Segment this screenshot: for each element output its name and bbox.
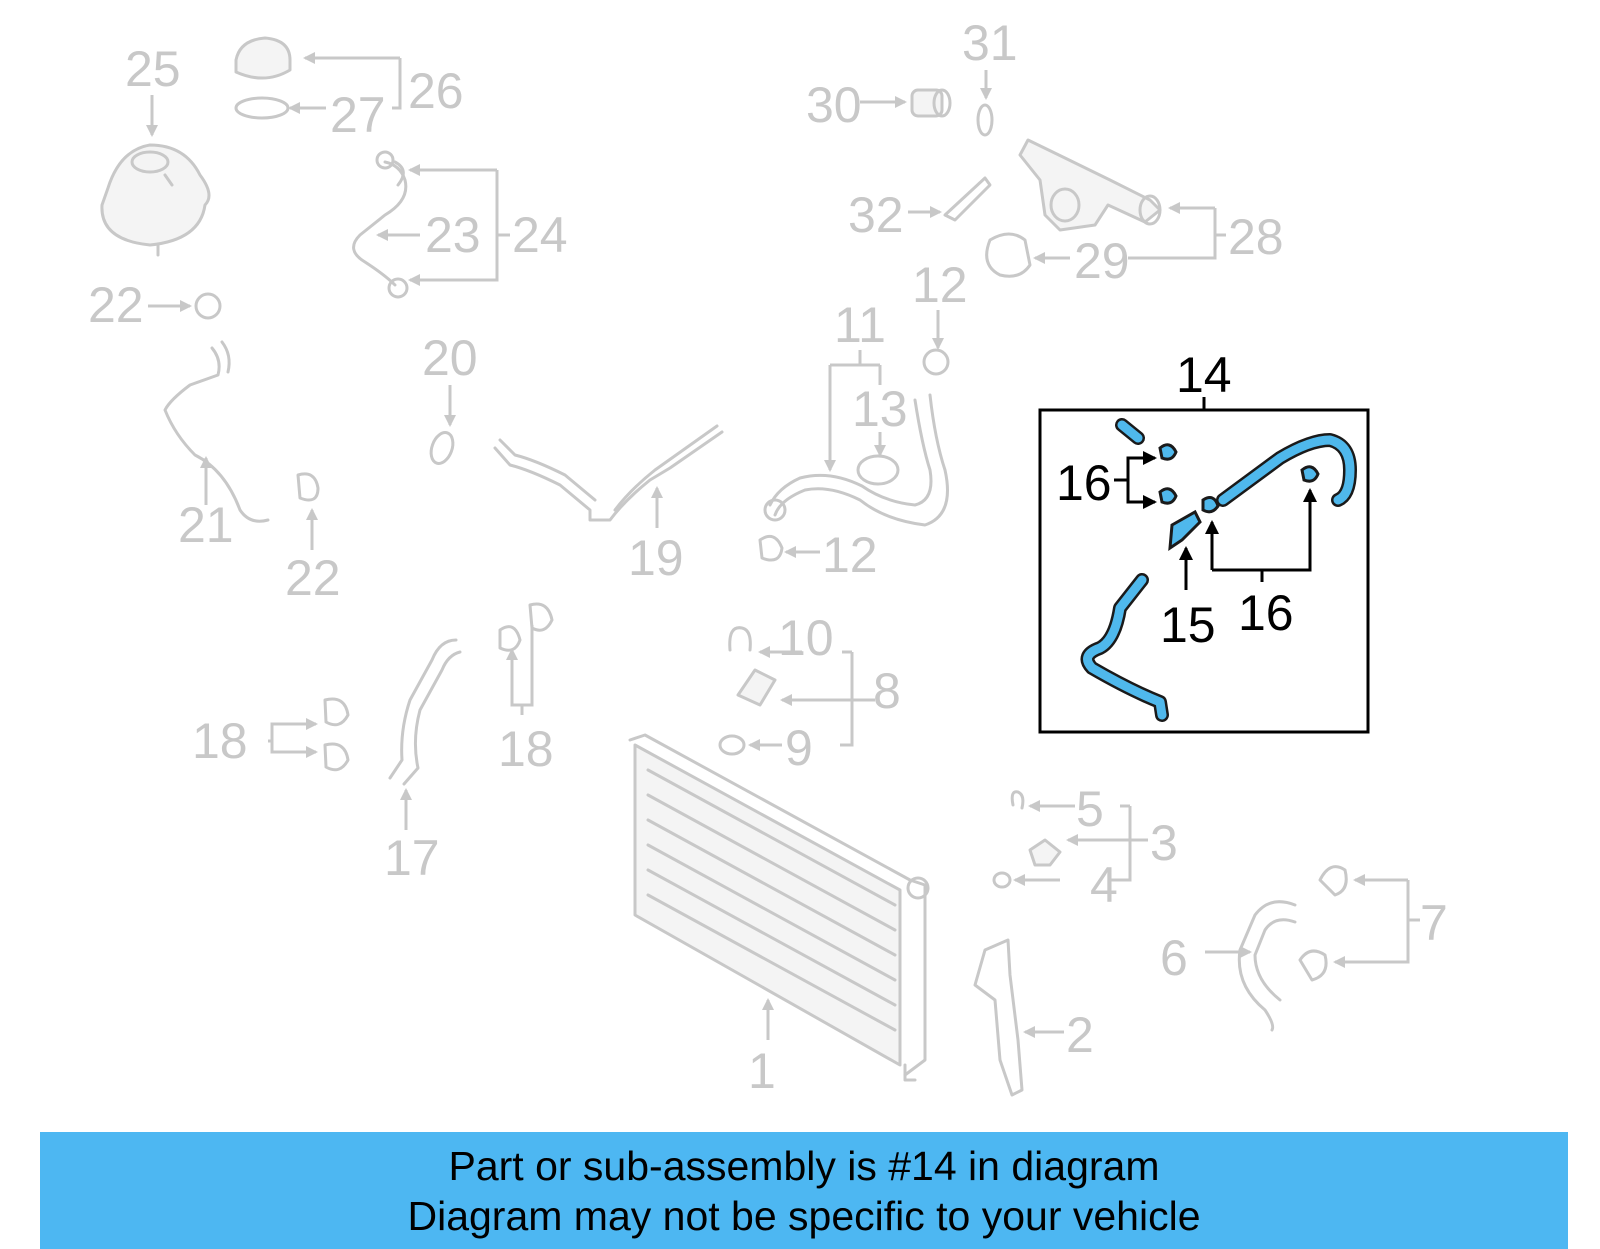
callout-20: 20 [422, 330, 478, 386]
callout-25: 25 [125, 41, 181, 97]
clamp-part-13 [856, 454, 900, 486]
hose-part-21 [163, 346, 270, 523]
hose-part-6 [1237, 900, 1297, 1032]
callout-12-lower: 12 [822, 527, 878, 583]
caption-line-2: Diagram may not be specific to your vehi… [407, 1192, 1201, 1239]
callout-22-upper: 22 [88, 277, 144, 333]
callout-16-left: 16 [1056, 455, 1112, 511]
callout-17: 17 [384, 830, 440, 886]
callout-13: 13 [852, 381, 908, 437]
hose-part-17 [388, 638, 458, 780]
caption-line-1: Part or sub-assembly is #14 in diagram [448, 1142, 1160, 1189]
clamp-part-16-b [1158, 487, 1178, 505]
highlight-box-14: 14 16 15 16 [1038, 347, 1370, 734]
callout-9: 9 [785, 720, 813, 776]
seal-part-31 [976, 103, 994, 137]
callout-16-right: 16 [1238, 585, 1294, 641]
callout-11: 11 [834, 297, 886, 353]
callout-21: 21 [178, 497, 234, 553]
callout-28: 28 [1228, 209, 1284, 265]
hose-lower-part-14 [1080, 573, 1169, 722]
fitting-part-8 [736, 668, 777, 707]
hose-stub-part-14 [1115, 418, 1145, 445]
clamp-part-22-lower [296, 472, 320, 502]
callout-12-upper: 12 [912, 257, 968, 313]
clip-part-10 [728, 626, 752, 652]
clamp-part-16-a [1158, 443, 1178, 461]
callout-4: 4 [1090, 857, 1118, 913]
callout-15: 15 [1160, 597, 1216, 653]
hose-part-23 [352, 150, 409, 299]
clamp-part-16-d [1300, 465, 1320, 483]
callout-30: 30 [806, 77, 862, 133]
hose-part-11 [773, 393, 949, 527]
seal-part-4 [992, 871, 1012, 889]
callout-24: 24 [512, 207, 568, 263]
callout-2: 2 [1066, 1007, 1094, 1063]
bracket-part-2 [973, 938, 1024, 1097]
callout-31: 31 [962, 15, 1018, 71]
callout-10: 10 [778, 610, 834, 666]
reservoir-part-25 [100, 143, 211, 257]
callout-22-lower: 22 [285, 550, 341, 606]
cap-part-26 [234, 36, 292, 120]
callout-23: 23 [425, 207, 481, 263]
callout-6: 6 [1160, 930, 1188, 986]
callout-18-left: 18 [192, 713, 248, 769]
seal-part-9 [718, 734, 746, 756]
clamp-part-18-left [323, 697, 350, 772]
clamp-part-12-lower [758, 534, 784, 562]
pipe-part-19 [493, 430, 724, 522]
hose-upper-part-14 [1216, 433, 1357, 507]
gasket-part-29 [985, 232, 1032, 278]
callout-8: 8 [873, 663, 901, 719]
radiator-part-1 [628, 733, 930, 1082]
callout-3: 3 [1150, 815, 1178, 871]
callout-7: 7 [1420, 895, 1448, 951]
clamp-part-22-upper [194, 292, 222, 320]
callout-29: 29 [1074, 233, 1130, 289]
callout-32: 32 [848, 187, 904, 243]
caption-banner: Part or sub-assembly is #14 in diagram D… [40, 1132, 1568, 1249]
clamp-part-16-c [1201, 496, 1220, 514]
sensor-part-30 [910, 88, 952, 118]
callout-5: 5 [1076, 781, 1104, 837]
seal-part-20 [429, 431, 455, 465]
callout-18-right: 18 [498, 721, 554, 777]
clip-part-5 [1010, 790, 1025, 810]
callout-14: 14 [1176, 347, 1232, 403]
callout-19: 19 [628, 530, 684, 586]
clamp-part-18-right [498, 602, 554, 652]
connector-part-15 [1168, 509, 1202, 551]
flange-part-28 [1018, 138, 1162, 232]
clip-part-32 [943, 176, 992, 222]
callout-27: 27 [330, 87, 386, 143]
fitting-part-3 [1028, 838, 1062, 867]
callout-1: 1 [748, 1043, 776, 1099]
callout-26: 26 [408, 63, 464, 119]
clamp-part-7 [1298, 865, 1348, 982]
clamp-part-12-upper [922, 348, 950, 376]
